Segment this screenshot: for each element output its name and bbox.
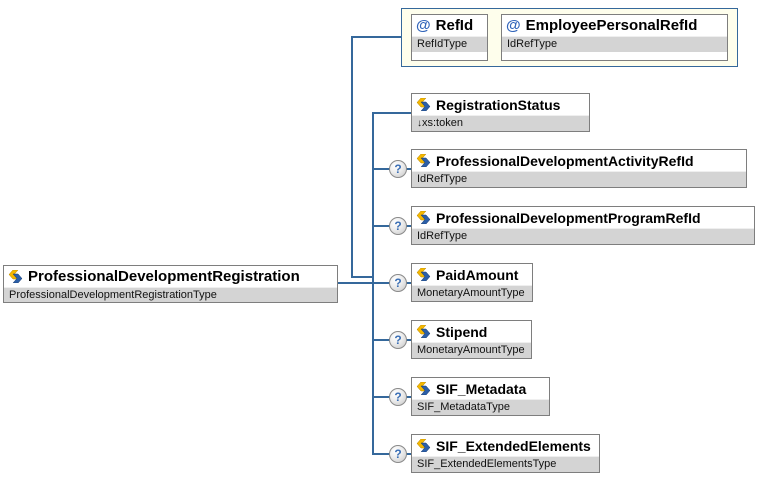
connector-root-horizontal: [338, 282, 374, 284]
optional-question-icon: ?: [389, 160, 407, 178]
connector-attr-top: [351, 36, 401, 38]
restriction-arrow-icon: ↓: [417, 118, 422, 129]
element-icon: [416, 211, 431, 224]
element-type-text: xs:token: [422, 117, 463, 129]
element-name: RegistrationStatus: [436, 96, 561, 113]
optional-question-icon: ?: [389, 331, 407, 349]
root-element-type: ProfessionalDevelopmentRegistrationType: [4, 287, 337, 302]
attribute-box-employeepersonalrefid[interactable]: @ EmployeePersonalRefId IdRefType: [501, 14, 728, 61]
element-name: ProfessionalDevelopmentProgramRefId: [436, 209, 701, 226]
element-type: SIF_ExtendedElementsType: [412, 456, 599, 472]
element-box-paidamount[interactable]: PaidAmount MonetaryAmountType: [411, 263, 533, 302]
root-element-name: ProfessionalDevelopmentRegistration: [28, 268, 300, 285]
attribute-at-icon: @: [416, 17, 431, 34]
element-icon: [416, 154, 431, 167]
optional-question-icon: ?: [389, 217, 407, 235]
element-type: IdRefType: [412, 171, 746, 187]
element-box-sif-extendedelements[interactable]: SIF_ExtendedElements SIF_ExtendedElement…: [411, 434, 600, 473]
element-icon: [416, 325, 431, 338]
element-name: SIF_ExtendedElements: [436, 437, 591, 454]
optional-question-icon: ?: [389, 445, 407, 463]
element-box-professionaldevelopmentactivityrefid[interactable]: ProfessionalDevelopmentActivityRefId IdR…: [411, 149, 747, 188]
element-icon: [416, 382, 431, 395]
element-icon: [416, 439, 431, 452]
connector-attr-vertical: [351, 36, 353, 278]
element-name: Stipend: [436, 323, 488, 340]
optional-question-icon: ?: [389, 388, 407, 406]
element-icon: [416, 98, 431, 111]
element-type: MonetaryAmountType: [412, 342, 531, 358]
connector-attr-join: [351, 276, 374, 278]
element-name: PaidAmount: [436, 266, 519, 283]
attribute-at-icon: @: [506, 17, 521, 34]
attribute-type: IdRefType: [502, 36, 727, 52]
element-box-stipend[interactable]: Stipend MonetaryAmountType: [411, 320, 532, 359]
element-icon: [416, 268, 431, 281]
connector-branch-1: [372, 112, 411, 114]
element-box-sif-metadata[interactable]: SIF_Metadata SIF_MetadataType: [411, 377, 550, 416]
element-name: ProfessionalDevelopmentActivityRefId: [436, 152, 694, 169]
attribute-type: RefIdType: [412, 36, 487, 52]
element-name: SIF_Metadata: [436, 380, 527, 397]
element-type: ↓xs:token: [412, 115, 589, 131]
attribute-group: @ RefId RefIdType @ EmployeePersonalRefI…: [401, 8, 738, 67]
element-box-professionaldevelopmentprogramrefid[interactable]: ProfessionalDevelopmentProgramRefId IdRe…: [411, 206, 755, 245]
element-type: MonetaryAmountType: [412, 285, 532, 301]
attribute-box-refid[interactable]: @ RefId RefIdType: [411, 14, 488, 61]
element-icon: [8, 270, 23, 283]
element-box-registrationstatus[interactable]: RegistrationStatus ↓xs:token: [411, 93, 590, 132]
optional-question-icon: ?: [389, 274, 407, 292]
attribute-name: EmployeePersonalRefId: [525, 17, 698, 34]
element-type: SIF_MetadataType: [412, 399, 549, 415]
element-box-professionaldevelopmentregistration[interactable]: ProfessionalDevelopmentRegistration Prof…: [3, 265, 338, 303]
element-type: IdRefType: [412, 228, 754, 244]
attribute-name: RefId: [435, 17, 474, 34]
